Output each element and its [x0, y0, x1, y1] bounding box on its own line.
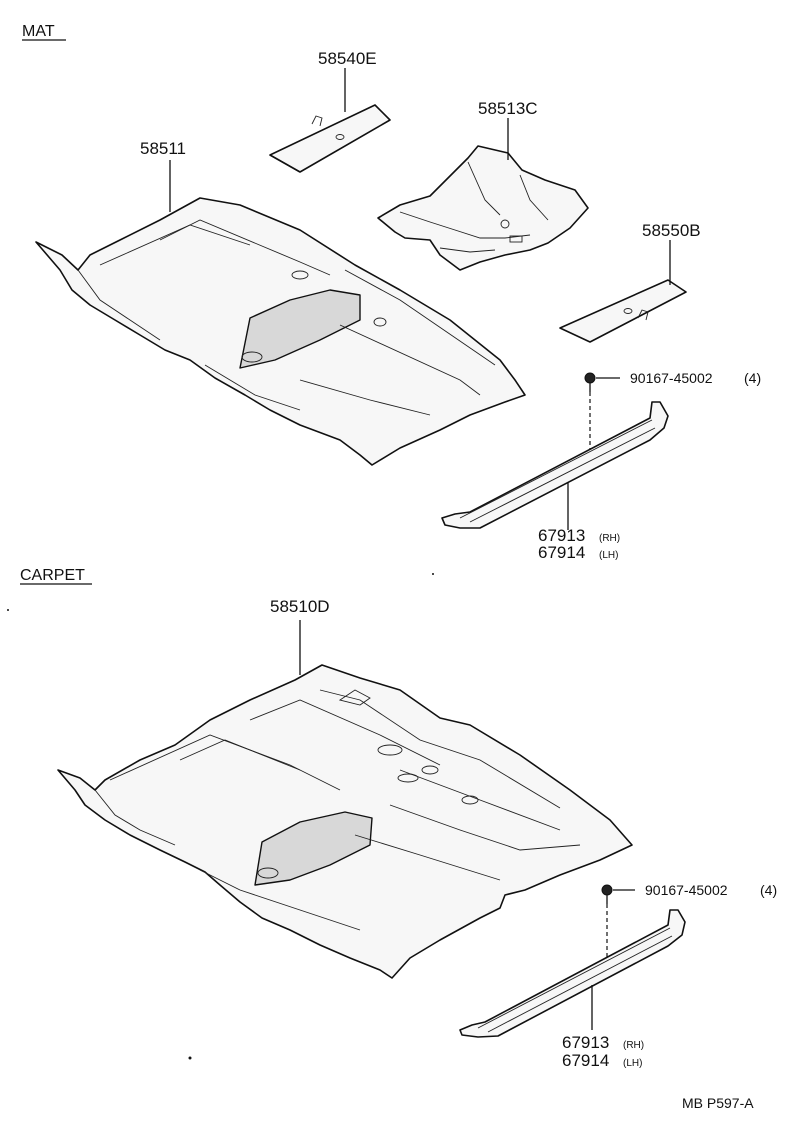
scan-speck	[432, 573, 434, 575]
reference-code: MB P597-A	[682, 1095, 754, 1111]
label-67914-mat-side: (LH)	[599, 550, 618, 561]
label-67914-carpet-side: (LH)	[623, 1058, 642, 1069]
label-screw-carpet-qty: (4)	[760, 882, 777, 898]
part-58510D-carpet	[57, 664, 633, 979]
label-67913-mat: 67913	[538, 526, 585, 545]
label-screw-mat: 90167-45002	[630, 370, 713, 386]
label-67913-mat-side: (RH)	[599, 533, 620, 544]
section-title-mat: MAT	[22, 23, 55, 40]
label-67914-mat: 67914	[538, 543, 585, 562]
label-58510D: 58510D	[270, 597, 330, 616]
label-58513C: 58513C	[478, 99, 538, 118]
scan-speck	[188, 1056, 192, 1060]
part-58540E-pad	[269, 104, 391, 173]
label-67913-carpet: 67913	[562, 1033, 609, 1052]
part-67913-scuff-plate	[441, 401, 669, 529]
label-screw-carpet: 90167-45002	[645, 882, 728, 898]
label-67914-carpet: 67914	[562, 1051, 609, 1070]
label-67913-carpet-side: (RH)	[623, 1040, 644, 1051]
label-58511: 58511	[140, 139, 186, 158]
screw-icon	[601, 884, 613, 904]
label-58540E: 58540E	[318, 49, 377, 68]
part-67913-scuff-plate-carpet	[459, 909, 686, 1038]
screw-icon	[584, 372, 596, 392]
label-58550B: 58550B	[642, 221, 701, 240]
part-58511-rear-mat	[35, 197, 526, 466]
label-screw-mat-qty: (4)	[744, 370, 761, 386]
part-58550B-pad	[559, 279, 687, 343]
part-58513C-front-mat	[377, 145, 589, 271]
section-title-carpet: CARPET	[20, 567, 85, 584]
scan-speck	[7, 609, 9, 611]
